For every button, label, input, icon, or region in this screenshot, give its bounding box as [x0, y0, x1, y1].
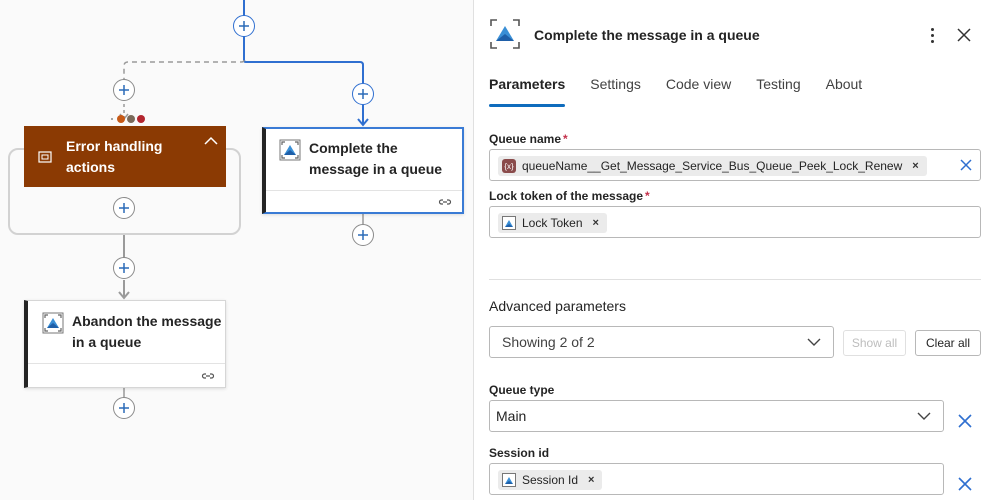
tab-about[interactable]: About: [825, 76, 863, 92]
remove-parameter-icon[interactable]: [957, 413, 973, 429]
close-icon[interactable]: [956, 27, 972, 43]
remove-token-button[interactable]: ×: [592, 217, 599, 229]
clear-icon[interactable]: [960, 159, 972, 171]
action-card-complete[interactable]: Complete the message in a queue: [262, 127, 464, 214]
section-divider: [489, 279, 981, 280]
link-icon: [438, 199, 452, 205]
variable-icon: {x}: [502, 159, 516, 173]
queue-name-token[interactable]: {x} queueName__Get_Message_Service_Bus_Q…: [498, 156, 927, 176]
action-title: Abandon the message in a queue: [72, 313, 222, 350]
chevron-down-icon: [917, 412, 931, 420]
tab-code-view[interactable]: Code view: [665, 76, 732, 92]
plus-icon: [119, 263, 129, 273]
show-all-button[interactable]: Show all: [843, 330, 906, 356]
scope-icon: [38, 150, 52, 163]
action-card-abandon[interactable]: Abandon the message in a queue: [24, 300, 226, 388]
session-id-token[interactable]: Session Id ×: [498, 470, 603, 490]
plus-icon: [119, 403, 129, 413]
panel-title: Complete the message in a queue: [534, 27, 760, 43]
add-step-button[interactable]: [233, 15, 255, 37]
action-details-panel: Complete the message in a queue Paramete…: [473, 0, 1000, 500]
advanced-parameters-dropdown[interactable]: Showing 2 of 2: [489, 326, 834, 358]
service-bus-icon: [279, 139, 301, 161]
queue-type-label: Queue type: [489, 383, 555, 397]
clear-all-button[interactable]: Clear all: [915, 330, 981, 356]
queue-name-field[interactable]: {x} queueName__Get_Message_Service_Bus_Q…: [489, 149, 981, 181]
chevron-up-icon[interactable]: [204, 136, 218, 146]
remove-parameter-icon[interactable]: [957, 476, 973, 492]
tab-settings[interactable]: Settings: [590, 76, 641, 92]
status-dot: [117, 115, 125, 123]
lock-token-field[interactable]: Lock Token ×: [489, 206, 981, 238]
scope-title: Error handling actions: [66, 137, 163, 175]
advanced-parameters-label: Advanced parameters: [489, 298, 626, 314]
connector-lines: [118, 0, 369, 398]
more-options-button[interactable]: [927, 24, 937, 46]
queue-type-select[interactable]: Main: [489, 400, 944, 432]
workflow-canvas: Error handling actions Abandon the messa…: [0, 0, 473, 500]
add-step-button[interactable]: [113, 79, 135, 101]
add-step-button[interactable]: [113, 257, 135, 279]
plus-icon: [239, 21, 249, 31]
plus-icon: [358, 89, 368, 99]
tab-parameters[interactable]: Parameters: [489, 76, 566, 108]
lock-token-token[interactable]: Lock Token ×: [498, 213, 607, 233]
panel-tabs: Parameters Settings Code view Testing Ab…: [489, 76, 887, 108]
chevron-down-icon: [807, 338, 821, 346]
add-step-in-scope-button[interactable]: [113, 197, 135, 219]
session-id-field[interactable]: Session Id ×: [489, 463, 944, 495]
status-dot: [137, 115, 145, 123]
link-icon: [201, 373, 215, 379]
tab-testing[interactable]: Testing: [756, 76, 801, 92]
session-id-label: Session id: [489, 446, 550, 460]
scope-error-handling-actions[interactable]: Error handling actions: [24, 126, 226, 187]
service-bus-icon: [502, 216, 516, 230]
add-step-button[interactable]: [352, 83, 374, 105]
remove-token-button[interactable]: ×: [912, 160, 919, 172]
lock-token-label: Lock token of the message*: [489, 189, 650, 203]
plus-icon: [358, 230, 368, 240]
add-step-button[interactable]: [352, 224, 374, 246]
action-title: Complete the message in a queue: [309, 140, 443, 177]
service-bus-icon: [502, 473, 516, 487]
add-step-button[interactable]: [113, 397, 135, 419]
run-after-status-indicator[interactable]: [111, 115, 145, 123]
service-bus-icon: [42, 312, 64, 334]
remove-token-button[interactable]: ×: [588, 474, 595, 486]
status-dot: [127, 115, 135, 123]
queue-name-label: Queue name*: [489, 132, 568, 146]
service-bus-icon: [490, 19, 520, 49]
plus-icon: [119, 203, 129, 213]
plus-icon: [119, 85, 129, 95]
